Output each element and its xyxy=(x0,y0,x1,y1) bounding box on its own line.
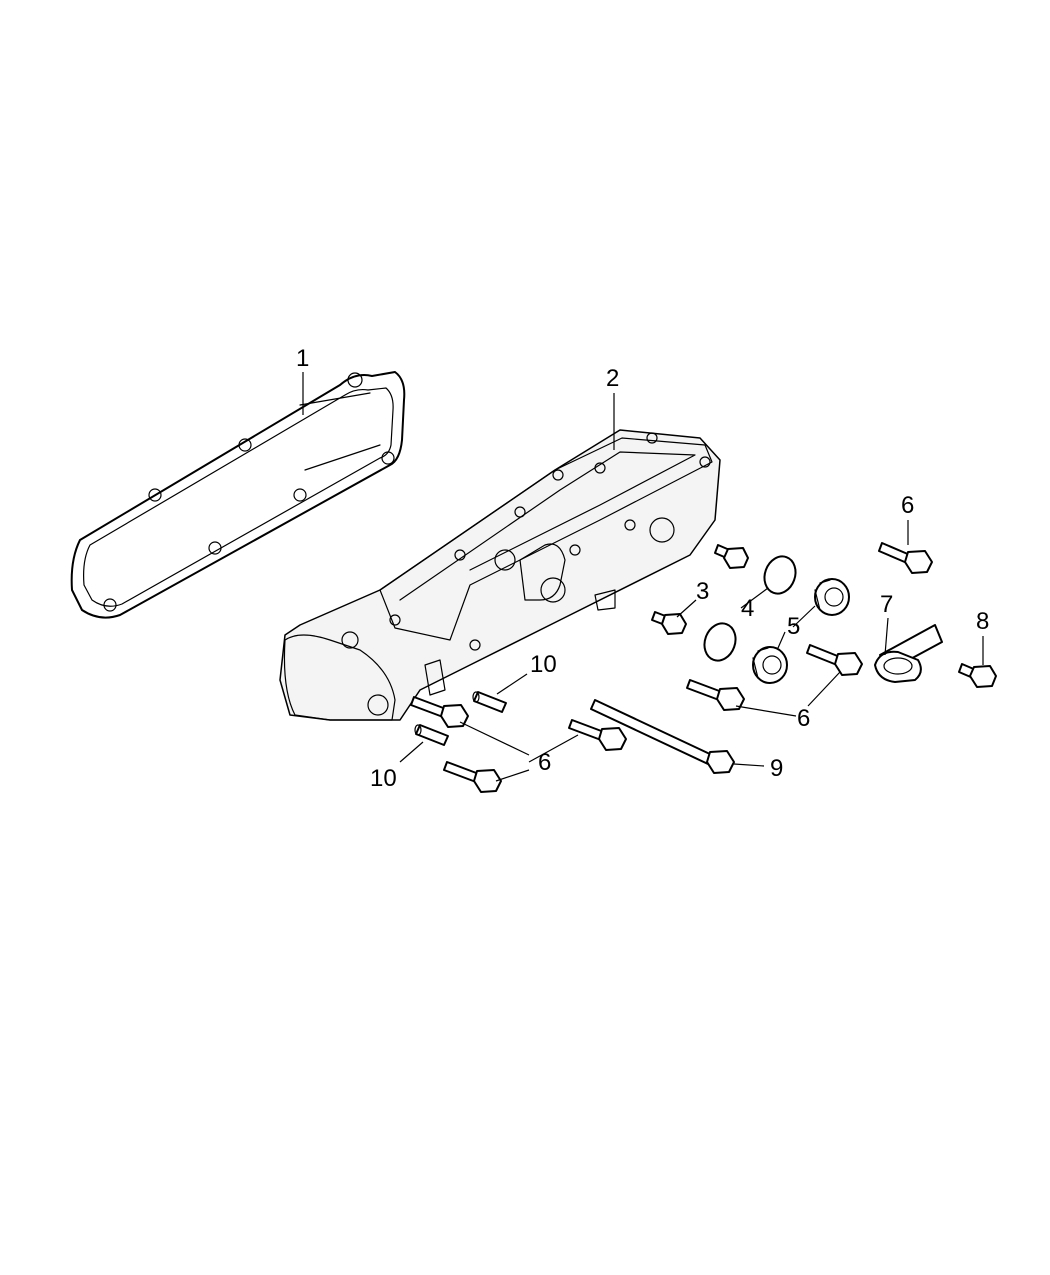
callout-4: 4 xyxy=(741,595,754,622)
long-bolt-part-9 xyxy=(590,699,735,774)
gasket-part-1 xyxy=(70,371,406,619)
bolt-part-6 xyxy=(410,542,933,793)
callout-7: 7 xyxy=(880,591,893,618)
callout-1: 1 xyxy=(296,345,309,372)
callout-2: 2 xyxy=(606,365,619,392)
o-ring-part-4 xyxy=(703,555,797,662)
bolt-part-8 xyxy=(958,663,997,688)
callout-5: 5 xyxy=(787,613,800,640)
callout-6-center: 6 xyxy=(538,749,551,776)
stud-part-10 xyxy=(414,691,507,746)
callout-labels: 1 2 3 4 5 6 6 6 7 8 9 10 10 xyxy=(296,345,989,792)
callout-6-right: 6 xyxy=(797,705,810,732)
callout-10-upper: 10 xyxy=(530,651,557,678)
leader-lines xyxy=(302,372,984,782)
callout-3: 3 xyxy=(696,578,709,605)
intake-manifold-part-2 xyxy=(279,429,721,721)
plug-part-5 xyxy=(752,578,850,684)
callout-10-lower: 10 xyxy=(370,765,397,792)
bracket-part-7 xyxy=(874,624,943,683)
callout-8: 8 xyxy=(976,608,989,635)
callout-9: 9 xyxy=(770,755,783,782)
callout-6-top: 6 xyxy=(901,492,914,519)
